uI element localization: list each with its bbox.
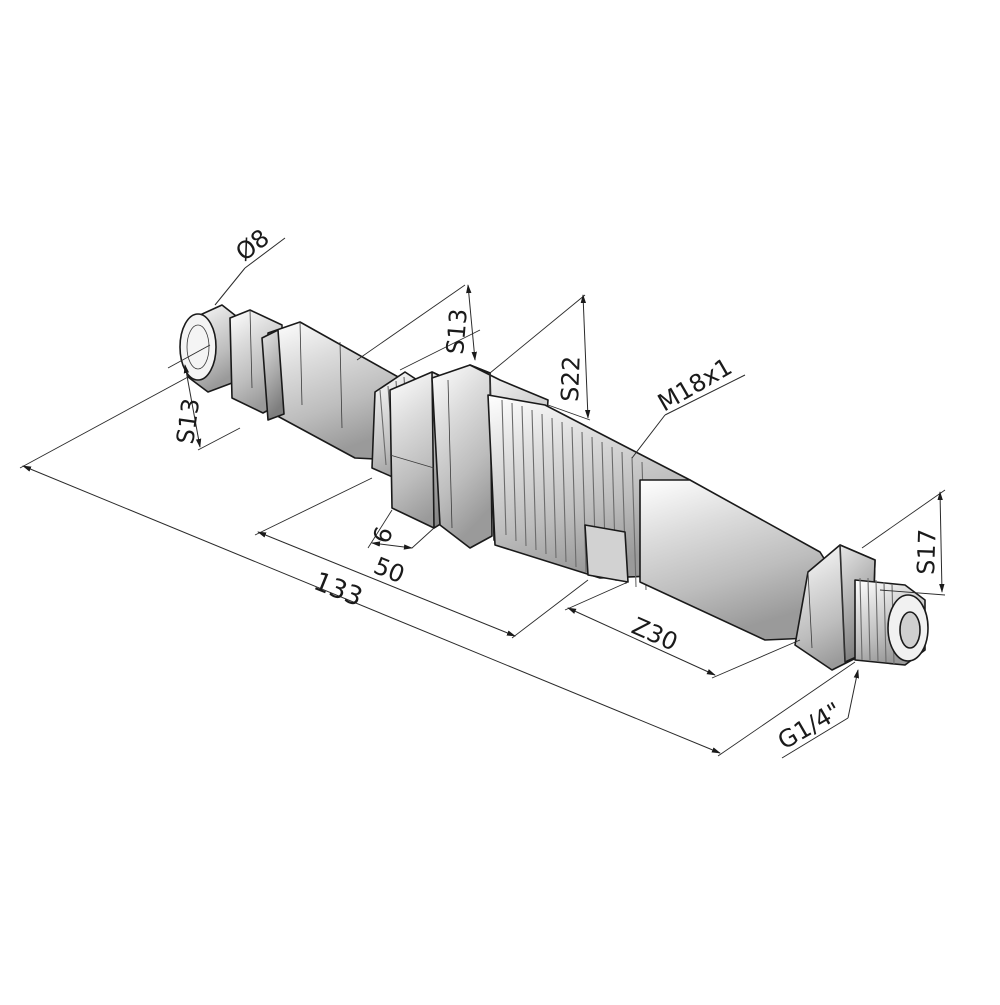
leader-thread-end [847,669,859,719]
fitting-body [179,304,929,671]
dim-hex-nut [580,294,591,419]
label-overall-length: 133 [309,567,366,613]
label-thread-length: Z30 [628,612,682,657]
end-thread-g1-4 [854,577,929,666]
dim-hex-right [937,491,945,593]
label-dia-tube: Ø8 [230,224,274,267]
label-hex-right: S17 [912,528,942,575]
label-hex-mid: S13 [441,307,473,355]
leader-thread-main [631,414,666,459]
dim-hex-mid [466,284,477,361]
label-thread-end: G1/4" [773,697,846,755]
leader-dia-tube [214,267,246,306]
fitting-sleeve [261,321,401,461]
tube-end-collar [179,304,237,393]
plain-shaft [639,479,826,641]
dim-overall-length [22,465,721,754]
dim-hex-left [183,364,202,448]
dim-thread-length [567,607,716,676]
label-hex-nut: S22 [556,355,586,402]
label-body-length: 50 [370,552,409,589]
dimension-lines [19,237,946,759]
label-hex-left: S13 [171,397,205,446]
